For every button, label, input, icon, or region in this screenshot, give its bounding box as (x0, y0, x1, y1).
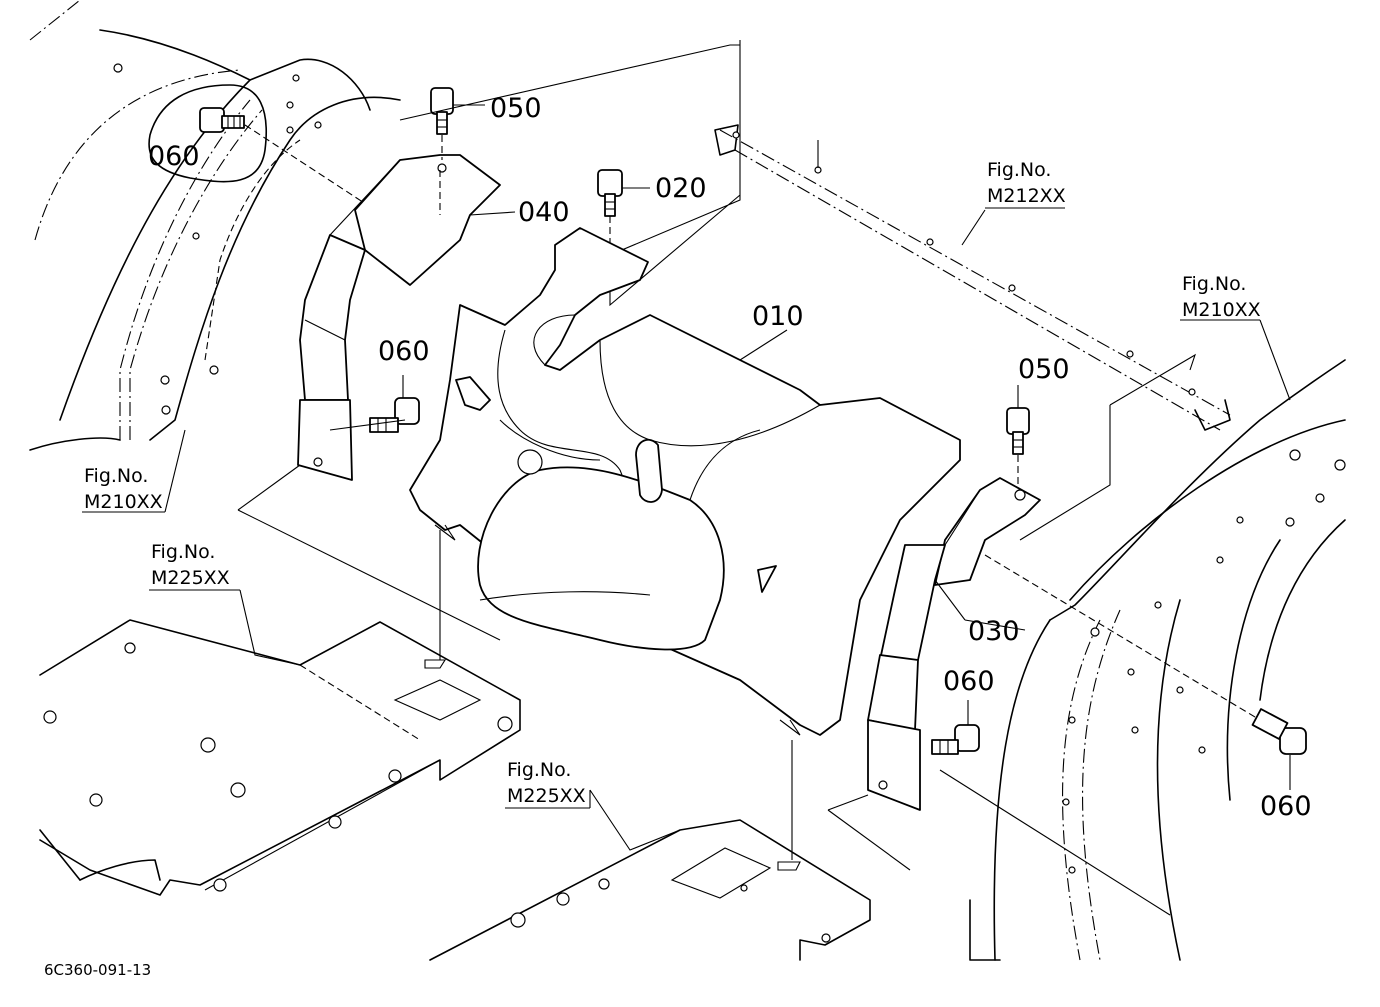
bolt-060-far-right (1251, 708, 1307, 790)
bracket-040 (297, 154, 501, 481)
label-050-top: 050 (490, 93, 542, 124)
figref-m210-left-label: Fig.No. (84, 465, 148, 487)
figref-m225-left: Fig.No. M225XX (149, 541, 240, 591)
figref-m225-center-label: Fig.No. (507, 759, 571, 781)
floor-plate-left (39, 619, 521, 896)
label-040: 040 (518, 197, 570, 228)
rail-m212 (714, 124, 1231, 431)
figref-m210-right-label: Fig.No. (1182, 273, 1246, 295)
right-fender (969, 359, 1346, 961)
figref-m212-code: M212XX (987, 185, 1066, 207)
label-060-top-left: 060 (148, 141, 200, 172)
drawing-code: 6C360-091-13 (44, 961, 151, 979)
label-060-right-mid: 060 (943, 666, 995, 697)
figref-m210-right: Fig.No. M210XX (1180, 273, 1291, 401)
figref-m212: Fig.No. M212XX (987, 159, 1066, 207)
label-020: 020 (655, 173, 707, 204)
figref-m225-left-label: Fig.No. (151, 541, 215, 563)
bolt-020 (597, 169, 650, 217)
bolt-050-top (430, 87, 485, 135)
bracket-030 (867, 477, 1041, 811)
figref-m212-label: Fig.No. (987, 159, 1051, 181)
floor-plate-center (429, 819, 871, 961)
figref-m225-center-code: M225XX (507, 785, 586, 807)
label-010: 010 (752, 301, 804, 332)
figref-m225-center: Fig.No. M225XX (505, 759, 591, 809)
label-030: 030 (968, 616, 1020, 647)
figref-m210-left: Fig.No. M210XX (82, 429, 186, 513)
label-060-mid-left: 060 (378, 336, 430, 367)
figref-m225-left-code: M225XX (151, 567, 230, 589)
bolt-060-right-mid (931, 700, 980, 755)
bolt-060-top-left (148, 84, 267, 183)
cover-010 (409, 227, 961, 736)
label-060-far-right: 060 (1260, 791, 1312, 822)
bolt-050-right (1006, 385, 1030, 455)
figref-m210-left-code: M210XX (84, 491, 163, 513)
figref-m210-right-code: M210XX (1182, 299, 1261, 321)
label-050-right: 050 (1018, 354, 1070, 385)
